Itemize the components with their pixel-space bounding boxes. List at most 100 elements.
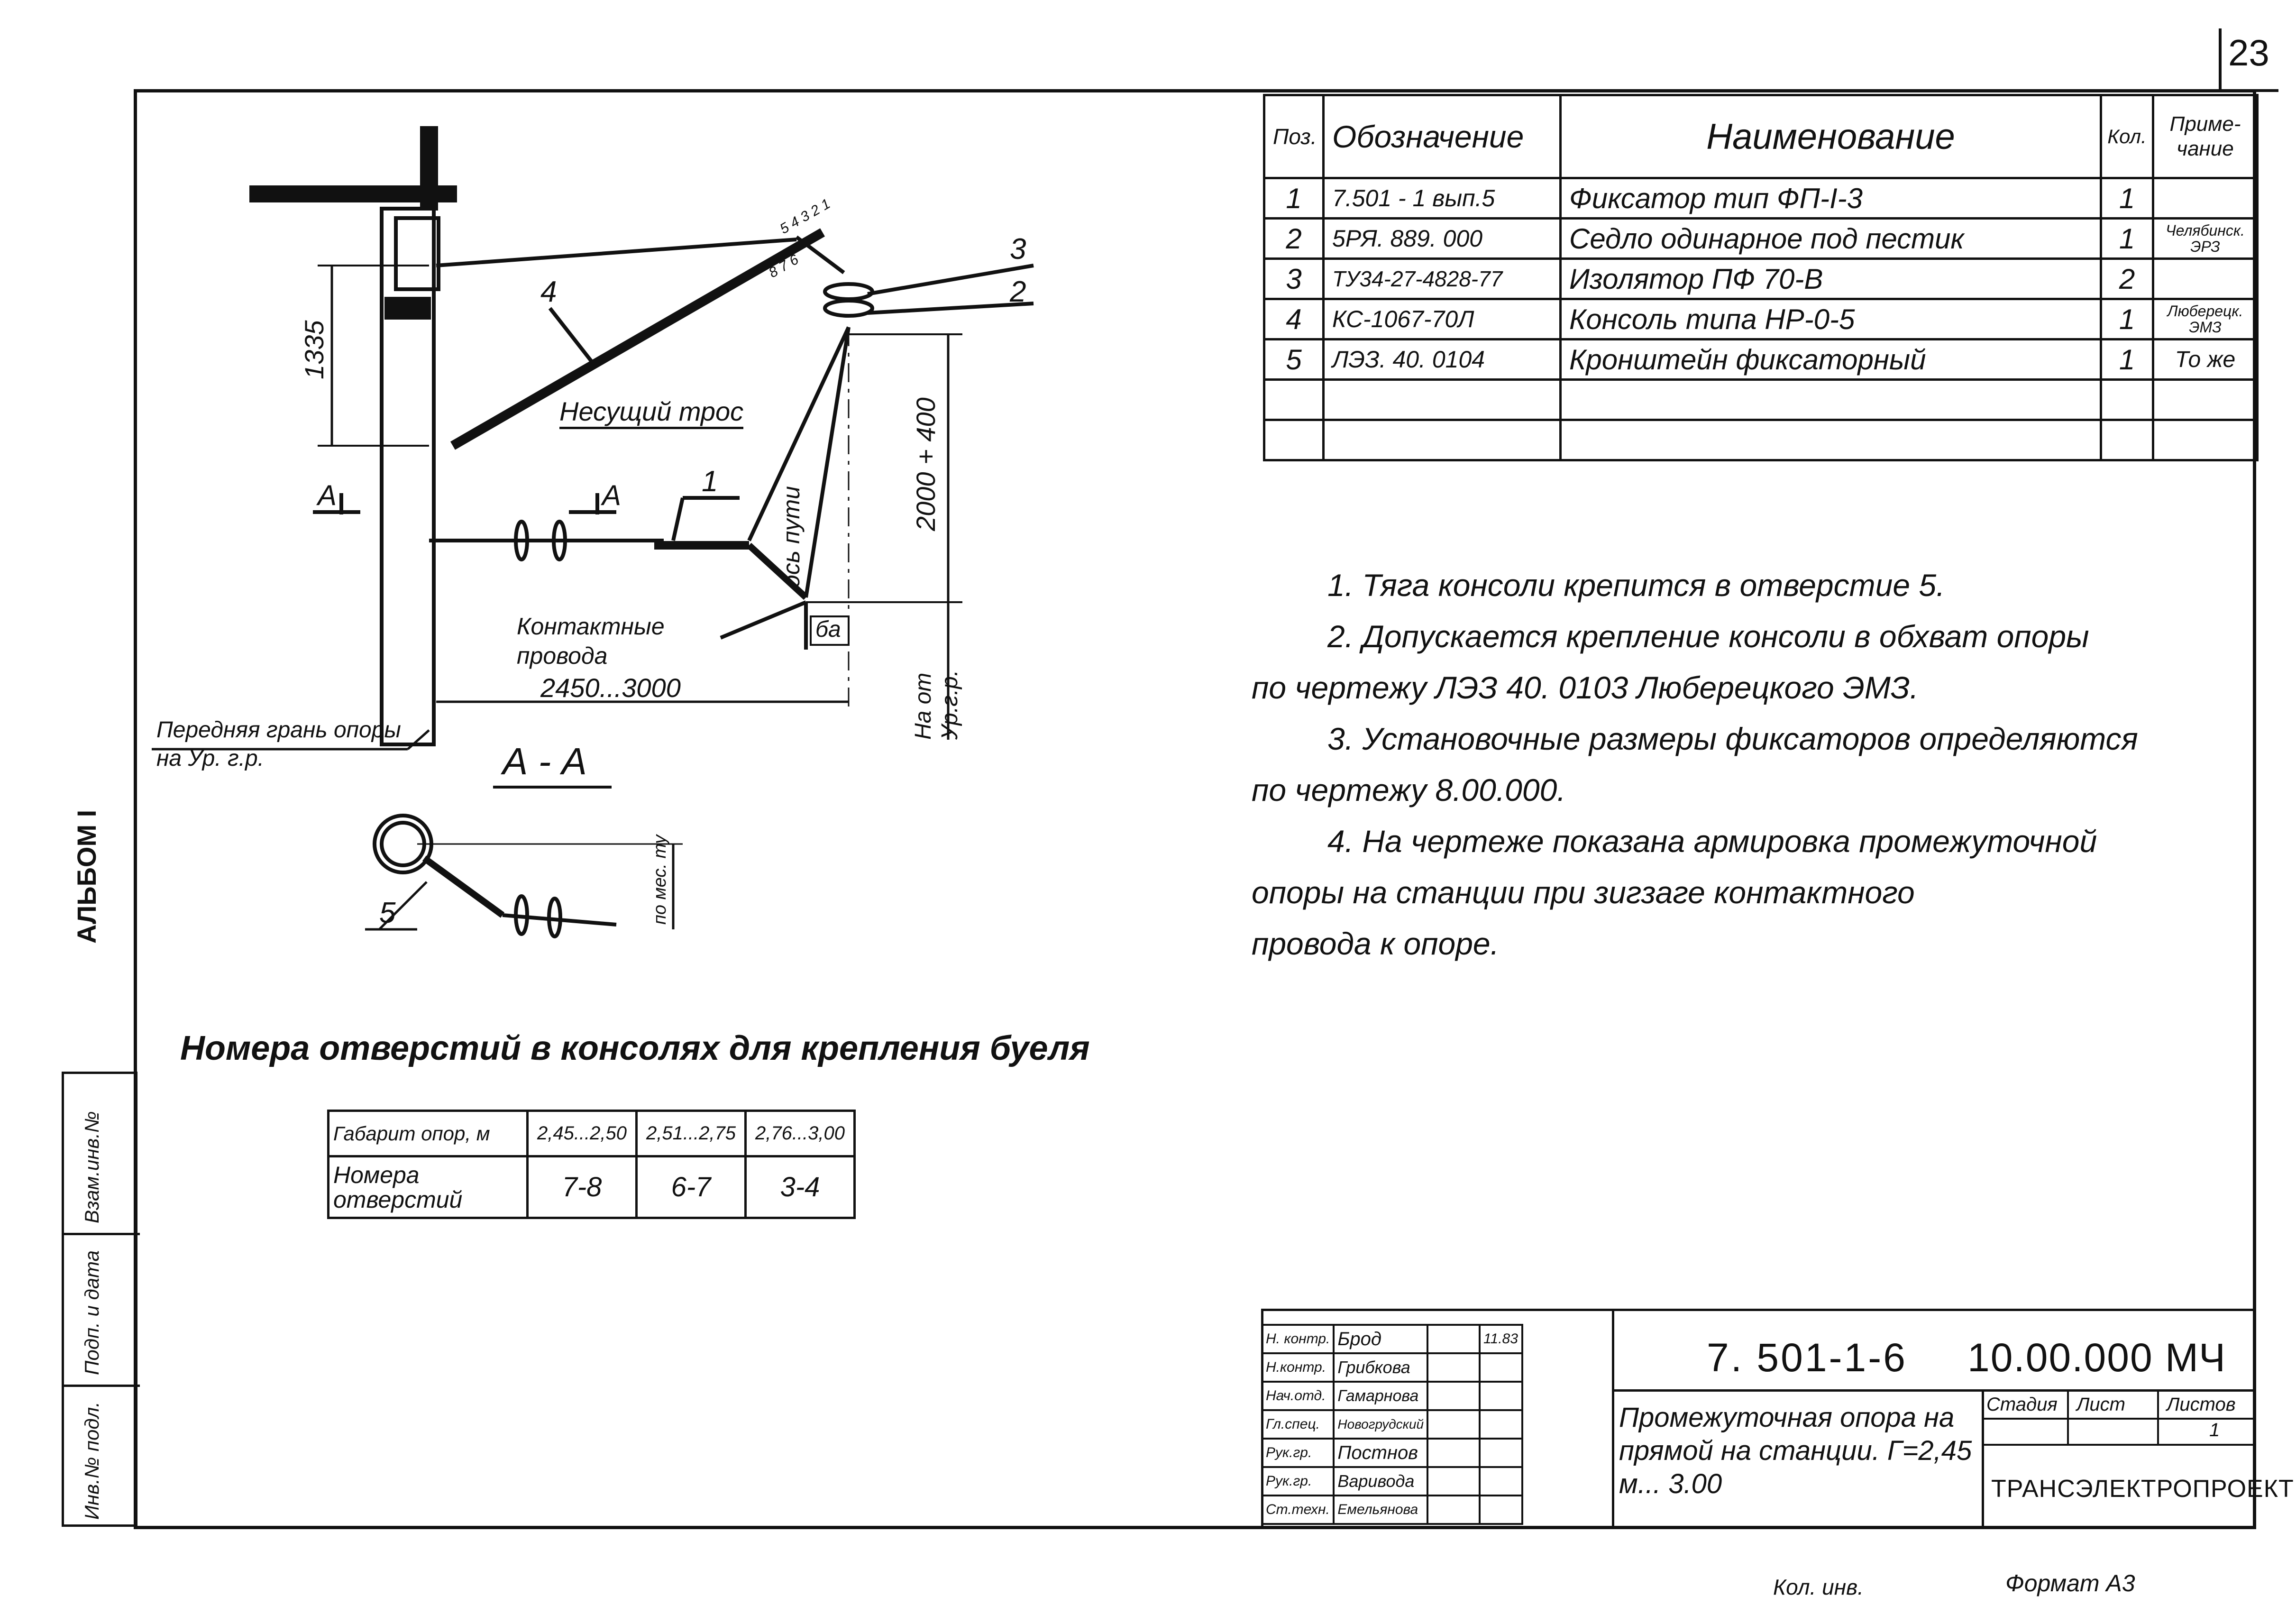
section-mark-a2: А — [602, 479, 622, 511]
sheets-value: 1 — [2209, 1420, 2220, 1440]
label-4: 4 — [540, 275, 557, 308]
spec-name: Кронштейн фиксаторный — [1559, 338, 2102, 381]
dim-1335: 1335 — [299, 320, 329, 379]
label-5: 5 — [379, 897, 396, 929]
note-line: опоры на станции при зигзаге контактного — [1252, 875, 1915, 910]
spec-qty: 1 — [2100, 338, 2154, 381]
section-bracket — [422, 855, 505, 918]
spec-qty: 1 — [2100, 177, 2154, 220]
stage-label: Стадия — [1986, 1394, 2058, 1415]
support-drawing — [152, 126, 1034, 938]
leader-contact — [720, 600, 807, 640]
signature — [1427, 1381, 1481, 1411]
leader-1 — [671, 497, 685, 541]
clamp-mid — [384, 297, 431, 320]
section-title: А - А — [503, 740, 587, 782]
spec-row: 4 КС-1067-70Л Консоль типа НР-0-5 1 Любе… — [1263, 298, 2259, 340]
spec-code: 7.501 - 1 вып.5 — [1322, 177, 1562, 220]
spec-header-name: Наименование — [1559, 94, 2102, 179]
person-name: Постнов — [1333, 1438, 1429, 1468]
holes-value: 6-7 — [635, 1155, 747, 1219]
leader-2 — [867, 302, 1034, 315]
tb-horizontal-1 — [1612, 1389, 2256, 1392]
organization: ТРАНСЭЛЕКТРОПРОЕКТ — [1991, 1475, 2294, 1503]
spec-code: 5РЯ. 889. 000 — [1322, 217, 1562, 260]
messenger-link — [795, 235, 845, 275]
person-name: Грибкова — [1333, 1352, 1429, 1383]
leader-4 — [548, 307, 595, 364]
signature — [1427, 1438, 1481, 1468]
spec-code: ТУ34-27-4828-77 — [1322, 257, 1562, 300]
spec-row: 2 5РЯ. 889. 000 Седло одинарное под пест… — [1263, 217, 2259, 260]
signature — [1427, 1352, 1481, 1383]
spec-header-note: Приме-чание — [2152, 94, 2259, 179]
spec-note: То же — [2152, 338, 2259, 381]
label-3: 3 — [1010, 233, 1026, 266]
person-row: Рук.гр.Постнов — [1261, 1438, 1524, 1468]
notes: 1. Тяга консоли крепится в отверстие 5. … — [1252, 560, 2242, 969]
lower-insulator-1 — [514, 520, 529, 561]
signature — [1427, 1495, 1481, 1525]
tb-vertical-4 — [2157, 1389, 2159, 1444]
person-row: Нач.отд.Гамарнова — [1261, 1381, 1524, 1411]
spec-qty: 1 — [2100, 217, 2154, 260]
spec-name: Изолятор ПФ 70-В — [1559, 257, 2102, 300]
top-insulator-1 — [823, 282, 874, 301]
drawing-frame — [134, 89, 2256, 1529]
doc-number: 10.00.000 МЧ — [1967, 1335, 2227, 1380]
spec-pos: 4 — [1263, 298, 1325, 340]
person-role: Нач.отд. — [1261, 1381, 1335, 1411]
axis-label: ось пути — [778, 486, 805, 588]
fixator-end — [747, 542, 808, 600]
spec-pos: 3 — [1263, 257, 1325, 300]
holes-header-label: Габарит опор, м — [327, 1110, 529, 1157]
doc-code: 7. 501-1-6 — [1707, 1335, 1907, 1380]
spec-empty-row — [1263, 419, 2259, 461]
spec-row: 5 ЛЭЗ. 40. 0104 Кронштейн фиксаторный 1 … — [1263, 338, 2259, 381]
top-bar — [249, 185, 457, 202]
holes-row-label: Номера отверстий — [327, 1155, 529, 1219]
spec-table: Поз. Обозначение Наименование Кол. Приме… — [1263, 94, 2259, 461]
note-line: 2. Допускается крепление консоли в обхва… — [1327, 619, 2089, 654]
holes-range: 2,76...3,00 — [744, 1110, 856, 1157]
person-name: Новогрудский — [1333, 1409, 1429, 1440]
person-role: Ст.техн. — [1261, 1495, 1335, 1525]
footer-format: Формат А3 — [2005, 1570, 2135, 1596]
note-line: 4. На чертеже показана армировка промежу… — [1327, 824, 2097, 859]
note-line: по чертежу ЛЭЗ 40. 0103 Люберецкого ЭМЗ. — [1252, 670, 1919, 705]
person-name: Емельянова — [1333, 1495, 1429, 1525]
console-diagonal — [450, 228, 825, 450]
doc-name: Промежуточная опора на прямой на станции… — [1619, 1402, 1972, 1499]
stamp-field-3: Взам.инв.№ — [81, 1111, 103, 1223]
sheet-number: 23 — [2228, 32, 2269, 73]
section-mark-a1: А — [318, 479, 337, 511]
holes-title: Номера отверстий в консолях для креплени… — [180, 1029, 1090, 1067]
label-1: 1 — [702, 465, 718, 498]
spec-name: Фиксатор тип ФП-I-3 — [1559, 177, 2102, 220]
spec-name: Седло одинарное под пестик — [1559, 217, 2102, 260]
sign-date: 11.83 — [1479, 1324, 1524, 1354]
holes-range: 2,51...2,75 — [635, 1110, 747, 1157]
left-stamp — [62, 1072, 140, 1527]
signature — [1427, 1466, 1481, 1496]
person-role: Гл.спец. — [1261, 1409, 1335, 1440]
pole — [380, 207, 436, 746]
spec-row: 1 7.501 - 1 вып.5 Фиксатор тип ФП-I-3 1 — [1263, 177, 2259, 220]
note-line: 3. Установочные размеры фиксаторов опред… — [1327, 721, 2138, 756]
spec-header-pos: Поз. — [1263, 94, 1325, 179]
person-role: Н.контр. — [1261, 1352, 1335, 1383]
leader-5 — [378, 881, 428, 930]
spec-header-row: Поз. Обозначение Наименование Кол. Приме… — [1263, 94, 2259, 179]
holes-values-row: Номера отверстий 7-8 6-7 3-4 — [327, 1155, 856, 1219]
tb-horizontal-3 — [1982, 1444, 2256, 1446]
strut-2 — [804, 327, 851, 598]
person-role: Рук.гр. — [1261, 1438, 1335, 1468]
spec-pos: 5 — [1263, 338, 1325, 381]
person-name: Гамарнова — [1333, 1381, 1429, 1411]
tb-horizontal-2 — [1982, 1418, 2256, 1420]
holes-range: 2,45...2,50 — [526, 1110, 638, 1157]
note-line: по чертежу 8.00.000. — [1252, 772, 1566, 807]
footer-inventory: Кол. инв. — [1773, 1575, 1864, 1599]
person-row: Гл.спец.Новогрудский — [1261, 1409, 1524, 1440]
